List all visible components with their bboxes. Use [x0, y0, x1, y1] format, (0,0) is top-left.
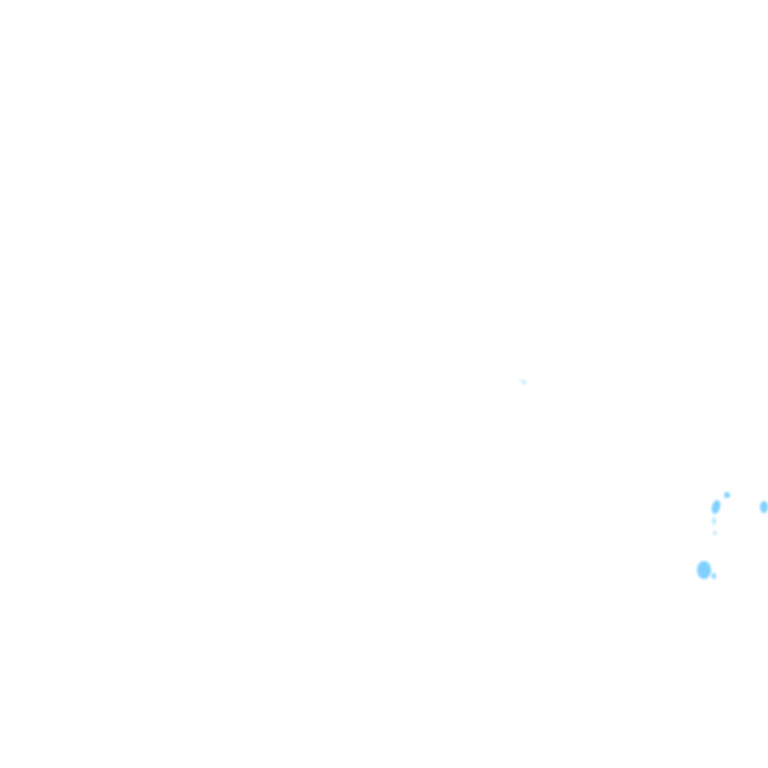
radar-echo [711, 500, 721, 514]
radar-echo-cluster-east [697, 492, 768, 579]
radar-echo [713, 531, 717, 535]
radar-echo [522, 380, 526, 384]
radar-echo [697, 561, 711, 579]
radar-echo [724, 492, 730, 498]
radar-echo [712, 573, 716, 579]
radar-echo [760, 501, 768, 513]
radar-echo-cluster-center [519, 379, 526, 384]
radar-echo [712, 517, 716, 525]
radar-echo [519, 379, 521, 381]
